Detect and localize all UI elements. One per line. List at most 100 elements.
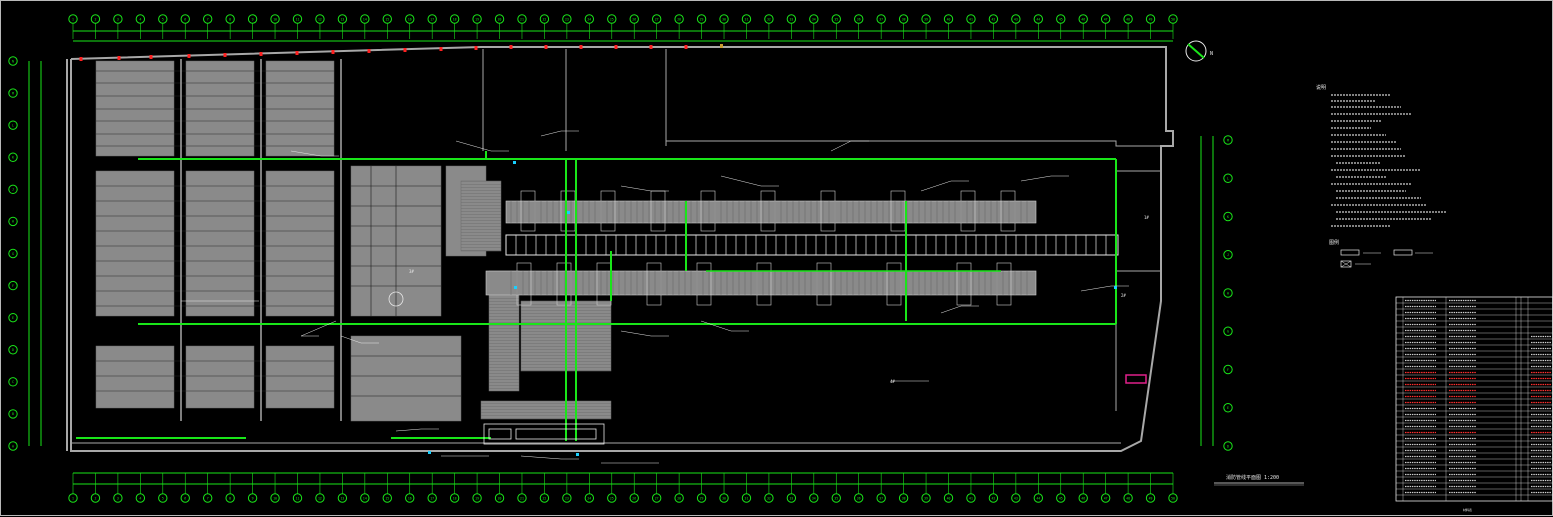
axis-bubble-label: E: [12, 316, 14, 320]
axis-bubble-label: 7: [207, 17, 209, 21]
axis-bubble-label: 23: [565, 17, 569, 21]
axis-bubble: 32: [764, 14, 774, 39]
leader-line: [455, 140, 492, 152]
axis-bubble: 13: [337, 473, 348, 503]
axis-bubble: 32: [764, 473, 774, 503]
axis-bubble-label: 11: [296, 496, 300, 500]
axis-bubble: N: [8, 56, 18, 66]
axis-bubble: 12: [315, 14, 325, 39]
leader-line: [340, 335, 362, 344]
pump-room-label-box: [483, 423, 605, 445]
north-arrow: N: [1185, 40, 1213, 62]
leader-line: [300, 320, 337, 337]
axis-bubble-label: 18: [453, 17, 457, 21]
axis-bubble: H: [1223, 288, 1233, 298]
axis-bubble: H: [8, 216, 18, 227]
section-marker: [388, 291, 404, 307]
axis-bubble-label: L: [1227, 177, 1229, 181]
axis-bubble: 10: [270, 14, 280, 39]
axis-bubble: G: [1223, 326, 1233, 336]
top-axis-grid: [73, 30, 1173, 42]
production-line-upper: [505, 200, 1037, 224]
axis-bubble: 38: [898, 14, 909, 39]
axis-bubble-label: 32: [767, 496, 771, 500]
axis-bubble: 37: [876, 473, 886, 503]
hydrant-valve: [649, 45, 653, 49]
axis-bubble: 8: [225, 14, 235, 39]
axis-bubble-label: 49: [1149, 17, 1153, 21]
axis-bubble-label: 16: [408, 17, 412, 21]
axis-bubble-label: 46: [1081, 496, 1085, 500]
axis-bubble-label: 27: [655, 496, 659, 500]
axis-bubble-label: 9: [252, 17, 254, 21]
highlighted-region: [1125, 374, 1147, 384]
axis-bubble: 46: [1078, 473, 1088, 503]
axis-bubble-label: 28: [677, 17, 681, 21]
axis-bubble-label: 47: [1104, 496, 1108, 500]
axis-bubble: 4: [135, 473, 146, 503]
axis-bubble: 16: [405, 473, 415, 503]
axis-bubble: 24: [584, 14, 595, 39]
axis-bubble-label: J: [12, 188, 14, 192]
axis-bubble: 49: [1145, 473, 1156, 503]
axis-bubble: 40: [943, 473, 954, 503]
axis-bubble-label: E: [1227, 406, 1229, 410]
axis-bubble-label: 20: [498, 496, 502, 500]
axis-bubble-label: L: [12, 123, 14, 127]
axis-bubble-label: 41: [969, 17, 973, 21]
leader-line: [940, 305, 962, 314]
hydrant-valve: [579, 45, 583, 49]
axis-bubble: 48: [1123, 14, 1133, 39]
hydrant-valve: [509, 45, 513, 49]
axis-bubble: 18: [449, 14, 460, 39]
axis-bubble: K: [1223, 211, 1233, 222]
axis-bubble-label: 8: [229, 496, 231, 500]
drawing-title: 消防管线平面图 1:200: [1214, 474, 1304, 486]
axis-bubble-label: N: [12, 59, 14, 63]
axis-bubble: J: [1223, 250, 1233, 260]
axis-bubble-label: 35: [834, 496, 838, 500]
axis-bubble: 40: [943, 14, 954, 39]
axis-bubble: 19: [472, 14, 482, 39]
axis-bubble-label: 45: [1059, 17, 1063, 21]
axis-bubble: 22: [539, 14, 550, 39]
axis-bubble-label: 47: [1104, 17, 1108, 21]
axis-bubble-label: G: [1227, 330, 1229, 334]
svg-text:N: N: [1210, 51, 1213, 57]
leader-line: [700, 320, 732, 332]
axis-bubble-label: C: [12, 380, 14, 384]
notes-text-lines: [1331, 94, 1446, 227]
axis-bubble-label: 41: [969, 496, 973, 500]
axis-bubble-label: 24: [587, 496, 591, 500]
axis-bubble-label: D: [1227, 444, 1229, 448]
axis-bubble-label: J: [1227, 253, 1229, 257]
leader-line: [540, 130, 562, 137]
axis-bubble-label: 11: [296, 17, 300, 21]
axis-bubble: 23: [562, 473, 572, 503]
axis-bubble: 30: [719, 14, 729, 39]
axis-bubble: 9: [247, 473, 258, 503]
valve-markers: [79, 44, 723, 61]
axis-bubble-label: 4: [139, 17, 141, 21]
hydrant-valve: [614, 45, 618, 49]
axis-bubble-label: 2: [94, 496, 96, 500]
axis-bubble-label: 48: [1126, 496, 1130, 500]
axis-bubble-label: 18: [453, 496, 457, 500]
axis-bubble-label: 10: [273, 496, 277, 500]
axis-bubble: 44: [1033, 473, 1044, 503]
axis-bubble: 11: [292, 473, 303, 503]
axis-bubble: D: [8, 345, 18, 355]
axis-bubble: J: [8, 184, 18, 195]
axis-bubble: 2: [90, 473, 101, 503]
leader-line: [830, 140, 852, 152]
axis-bubble: 5: [158, 14, 168, 39]
axis-bubble: E: [8, 312, 18, 323]
axis-bubble: 42: [988, 473, 999, 503]
axis-bubble: 22: [539, 473, 550, 503]
axis-bubble-label: 37: [879, 496, 883, 500]
axis-bubble: K: [8, 152, 18, 162]
production-line-details: [510, 190, 1028, 306]
axis-bubble-label: F: [12, 284, 14, 288]
